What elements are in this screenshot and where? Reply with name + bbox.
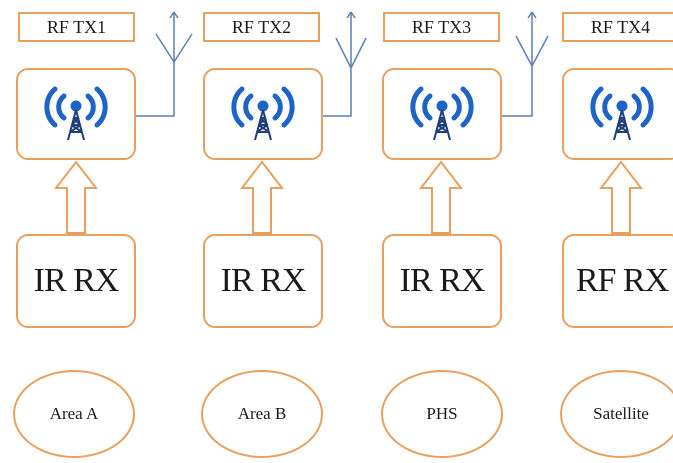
- antenna-3: [502, 11, 549, 117]
- radio-tower-icon: [406, 82, 478, 147]
- radio-tower-icon: [40, 82, 112, 147]
- receiver-box-4: RF RX: [562, 234, 673, 328]
- radio-tower-icon: [227, 82, 299, 147]
- area-ellipse-1: Area A: [13, 370, 135, 458]
- up-arrow-1: [53, 160, 99, 234]
- area-ellipse-3: PHS: [381, 370, 503, 458]
- antenna-1: [136, 11, 193, 117]
- receiver-box-3: IR RX: [382, 234, 502, 328]
- tx-label-4: RF TX4: [562, 12, 673, 42]
- transmitter-box-1: [16, 68, 136, 160]
- radio-tower-icon: [586, 82, 658, 147]
- area-ellipse-2: Area B: [201, 370, 323, 458]
- antenna-2: [323, 11, 367, 117]
- receiver-box-1: IR RX: [16, 234, 136, 328]
- tx-label-3: RF TX3: [383, 12, 500, 42]
- up-arrow-2: [239, 160, 285, 234]
- up-arrow-3: [418, 160, 464, 234]
- tx-label-2: RF TX2: [203, 12, 320, 42]
- up-arrow-4: [598, 160, 644, 234]
- transmitter-box-2: [203, 68, 323, 160]
- transmitter-box-4: [562, 68, 673, 160]
- receiver-box-2: IR RX: [203, 234, 323, 328]
- area-ellipse-4: Satellite: [560, 370, 673, 458]
- tx-label-1: RF TX1: [18, 12, 135, 42]
- transmitter-box-3: [382, 68, 502, 160]
